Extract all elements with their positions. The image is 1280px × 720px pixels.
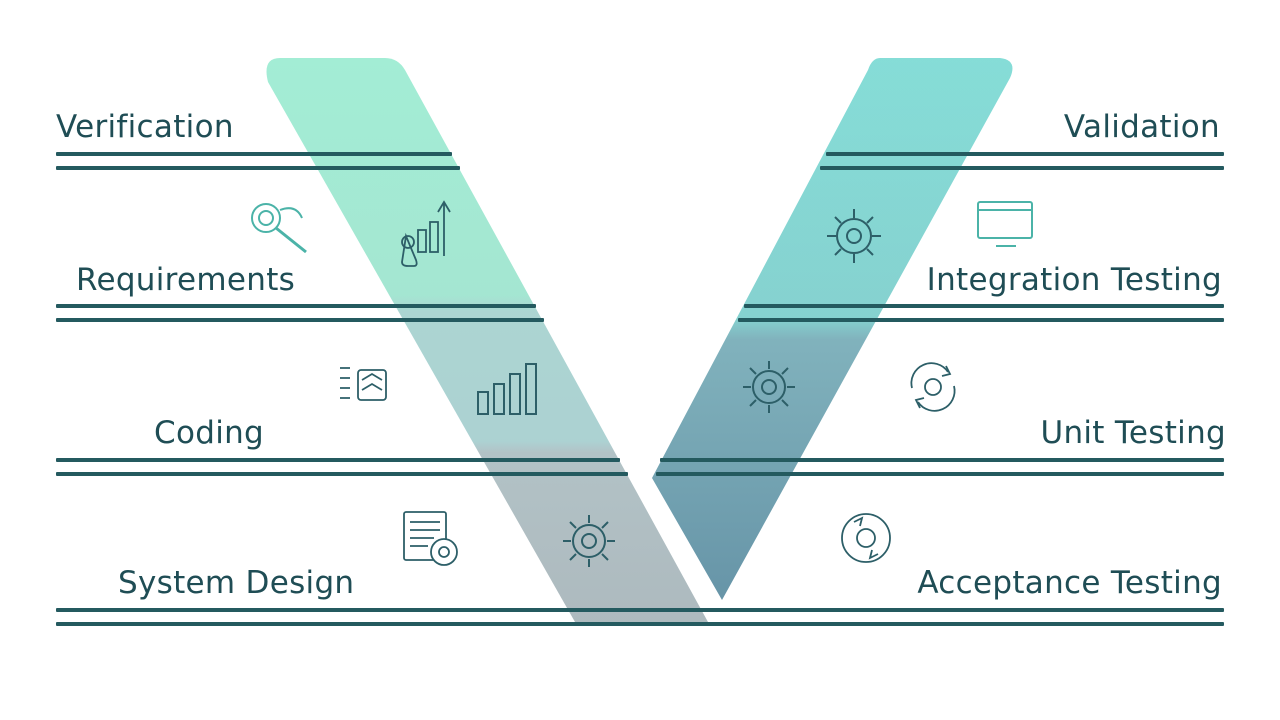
search-touch-icon [240,194,320,258]
gear-icon [822,204,886,268]
flask-chart-icon [394,196,458,270]
bar-chart-icon [474,360,540,418]
rule-right-1b [820,166,1224,170]
rule-right-1a [826,152,1224,156]
stage-label-coding: Coding [154,415,265,451]
stage-label-requirements: Requirements [76,262,296,298]
rule-left-1a [56,152,452,156]
v-right-band [652,58,1013,600]
rule-left-1b [56,166,460,170]
rule-right-3a [660,458,1224,462]
rule-left-2b [56,318,544,322]
gear-icon [558,510,620,572]
rule-right-2b [738,318,1224,322]
cycle-icon [836,508,898,568]
gear-icon [738,356,800,418]
monitor-icon [974,198,1038,254]
stage-label-integration-testing: Integration Testing [926,262,1222,298]
v-left-band [266,58,708,622]
refresh-icon [902,358,964,416]
stage-label-system-design: System Design [118,565,355,601]
rule-right-2a [744,304,1224,308]
stage-label-acceptance-testing: Acceptance Testing [917,565,1222,601]
rule-left-3b [56,472,628,476]
server-icon [336,360,396,410]
verification-label: Verification [56,109,234,145]
rule-bottom-a [56,608,1224,612]
document-gear-icon [398,508,468,572]
rule-right-3b [656,472,1224,476]
validation-label: Validation [1063,109,1220,145]
rule-bottom-b [56,622,1224,626]
rule-left-3a [56,458,620,462]
stage-label-unit-testing: Unit Testing [1040,415,1226,451]
rule-left-2a [56,304,536,308]
